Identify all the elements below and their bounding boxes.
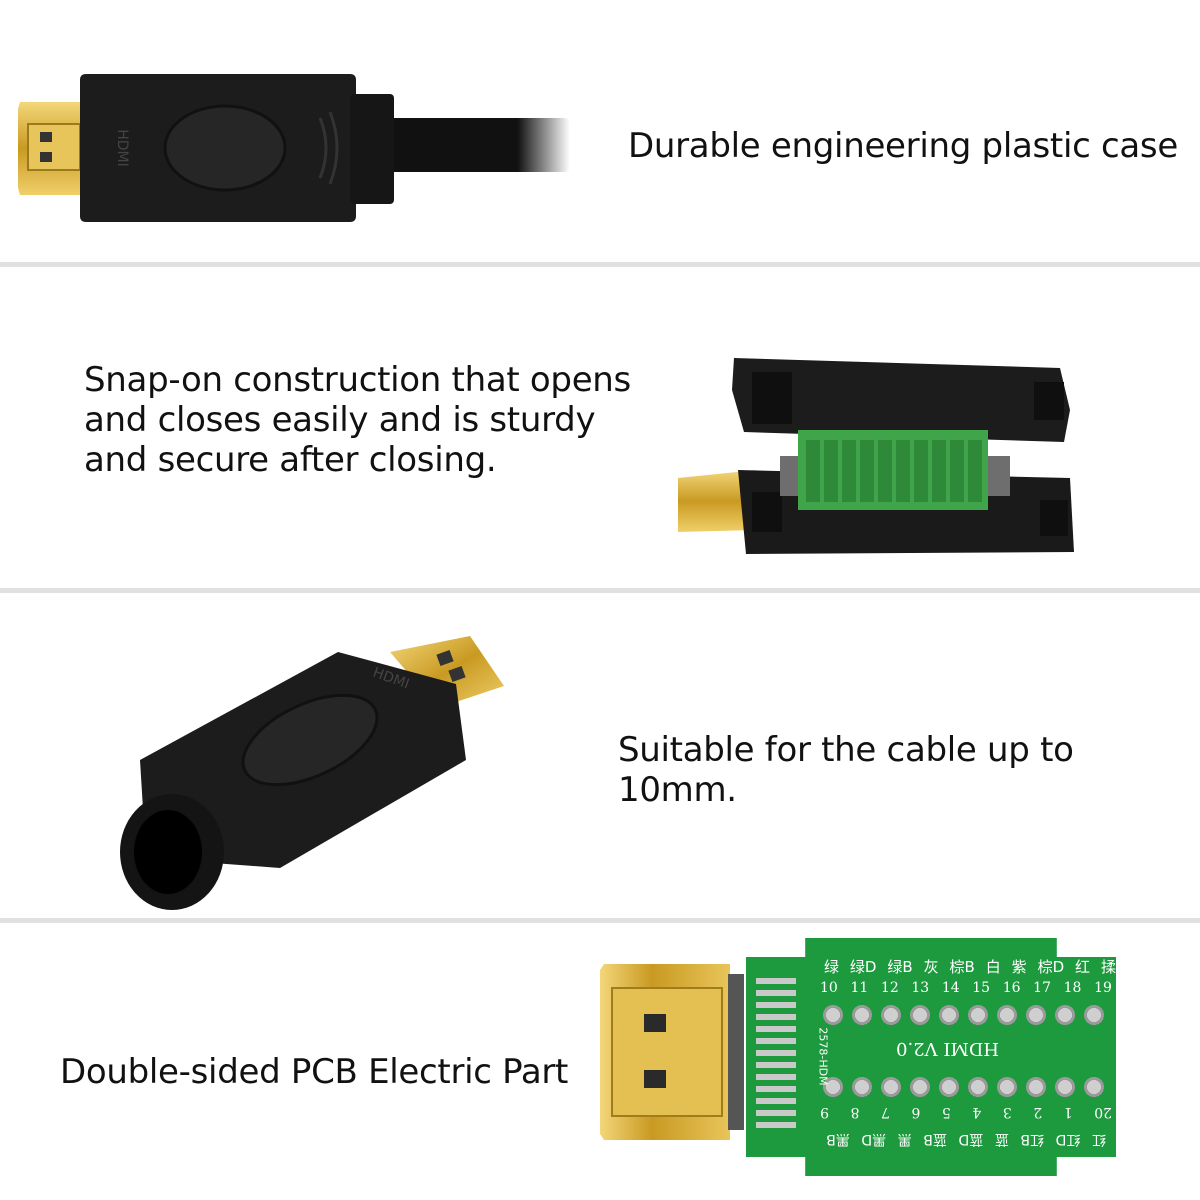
section-divider (0, 588, 1200, 593)
feature-caption-pcb: Double-sided PCB Electric Part (60, 1052, 569, 1092)
pin-number: 18 (1063, 980, 1082, 996)
pcb-board-text: HDMI V2.0 (896, 1038, 1000, 1059)
feature-caption-cable-size: Suitable for the cable up to 10mm. (618, 730, 1074, 810)
pin-number: 13 (911, 980, 930, 996)
section-divider (0, 918, 1200, 923)
pin-number: 2 (1033, 1104, 1043, 1120)
feature-caption-snap-on: Snap-on construction that opens and clos… (84, 360, 631, 480)
pcb-bottom-numbers: 20 1 2 3 4 5 6 7 8 9 (820, 1104, 1112, 1120)
pcb-label: 绿D (849, 958, 877, 976)
pcb-label: 蓝B (923, 1131, 947, 1147)
pcb-label: 黑D (861, 1131, 887, 1147)
pin-number: 20 (1094, 1104, 1112, 1120)
pcb-label: 棕D (1037, 958, 1065, 976)
section-divider (0, 262, 1200, 267)
pcb-label: 蓝 (994, 1131, 1009, 1147)
pin-number: 12 (880, 980, 899, 996)
pcb-label: 绿B (887, 958, 913, 976)
pcb-label: 黑B (826, 1131, 850, 1147)
pin-number: 10 (820, 980, 838, 996)
pcb-label: 揉 (1100, 958, 1116, 976)
pin-number: 6 (911, 1104, 921, 1120)
pcb-label: 红D (1055, 1131, 1081, 1147)
hdmi-plug-gold-image (600, 964, 744, 1140)
pin-number: 14 (941, 980, 960, 996)
pin-number: 4 (972, 1104, 982, 1120)
pin-number: 16 (1002, 980, 1021, 996)
open-snap-on-housing-image (678, 358, 1074, 554)
hdmi-connector-case-image: HDMI (18, 74, 570, 222)
pcb-top-numbers: 10 11 12 13 14 15 16 17 18 19 (820, 980, 1112, 996)
feature-caption-plastic-case: Durable engineering plastic case (628, 126, 1178, 166)
pcb-label: 红 (1075, 958, 1091, 976)
pcb-label: 白 (985, 958, 1001, 976)
pcb-label: 棕B (949, 958, 975, 976)
pcb-label: 红B (1020, 1131, 1045, 1147)
pin-number: 1 (1063, 1104, 1073, 1120)
pcb-label: 红 (1092, 1131, 1106, 1147)
pin-number: 3 (1002, 1104, 1012, 1120)
pin-number: 9 (820, 1104, 830, 1120)
pcb-bottom-labels: 红 红D 红B 蓝 蓝D 蓝B 黑 黑D 黑B (826, 1130, 1106, 1150)
solder-pad-row-top (822, 1004, 1112, 1026)
pcb-label: 紫 (1011, 958, 1027, 976)
pcb-part-code: 2578-HDM (816, 1027, 830, 1086)
pin-number: 19 (1094, 980, 1112, 996)
pin-number: 17 (1033, 980, 1051, 996)
pcb-label: 蓝D (958, 1131, 984, 1147)
pcb-label: 灰 (923, 958, 939, 976)
pin-number: 15 (972, 980, 991, 996)
closed-hdmi-housing-image: HDMI (120, 636, 504, 910)
solder-pad-row-bottom (822, 1076, 1112, 1098)
pin-number: 5 (941, 1104, 951, 1120)
pcb-label: 黑 (897, 1131, 912, 1147)
pin-number: 7 (881, 1104, 890, 1120)
pcb-board: 绿 绿D 绿B 灰 棕B 白 紫 棕D 红 揉 10 11 12 13 14 1… (746, 938, 1116, 1176)
pin-number: 8 (850, 1104, 860, 1120)
pcb-label: 绿 (824, 958, 840, 976)
pin-number: 11 (850, 980, 869, 996)
pcb-image: 绿 绿D 绿B 灰 棕B 白 紫 棕D 红 揉 10 11 12 13 14 1… (600, 938, 1120, 1178)
svg-text:HDMI: HDMI (114, 129, 130, 167)
pcb-top-labels: 绿 绿D 绿B 灰 棕B 白 紫 棕D 红 揉 (824, 956, 1116, 977)
